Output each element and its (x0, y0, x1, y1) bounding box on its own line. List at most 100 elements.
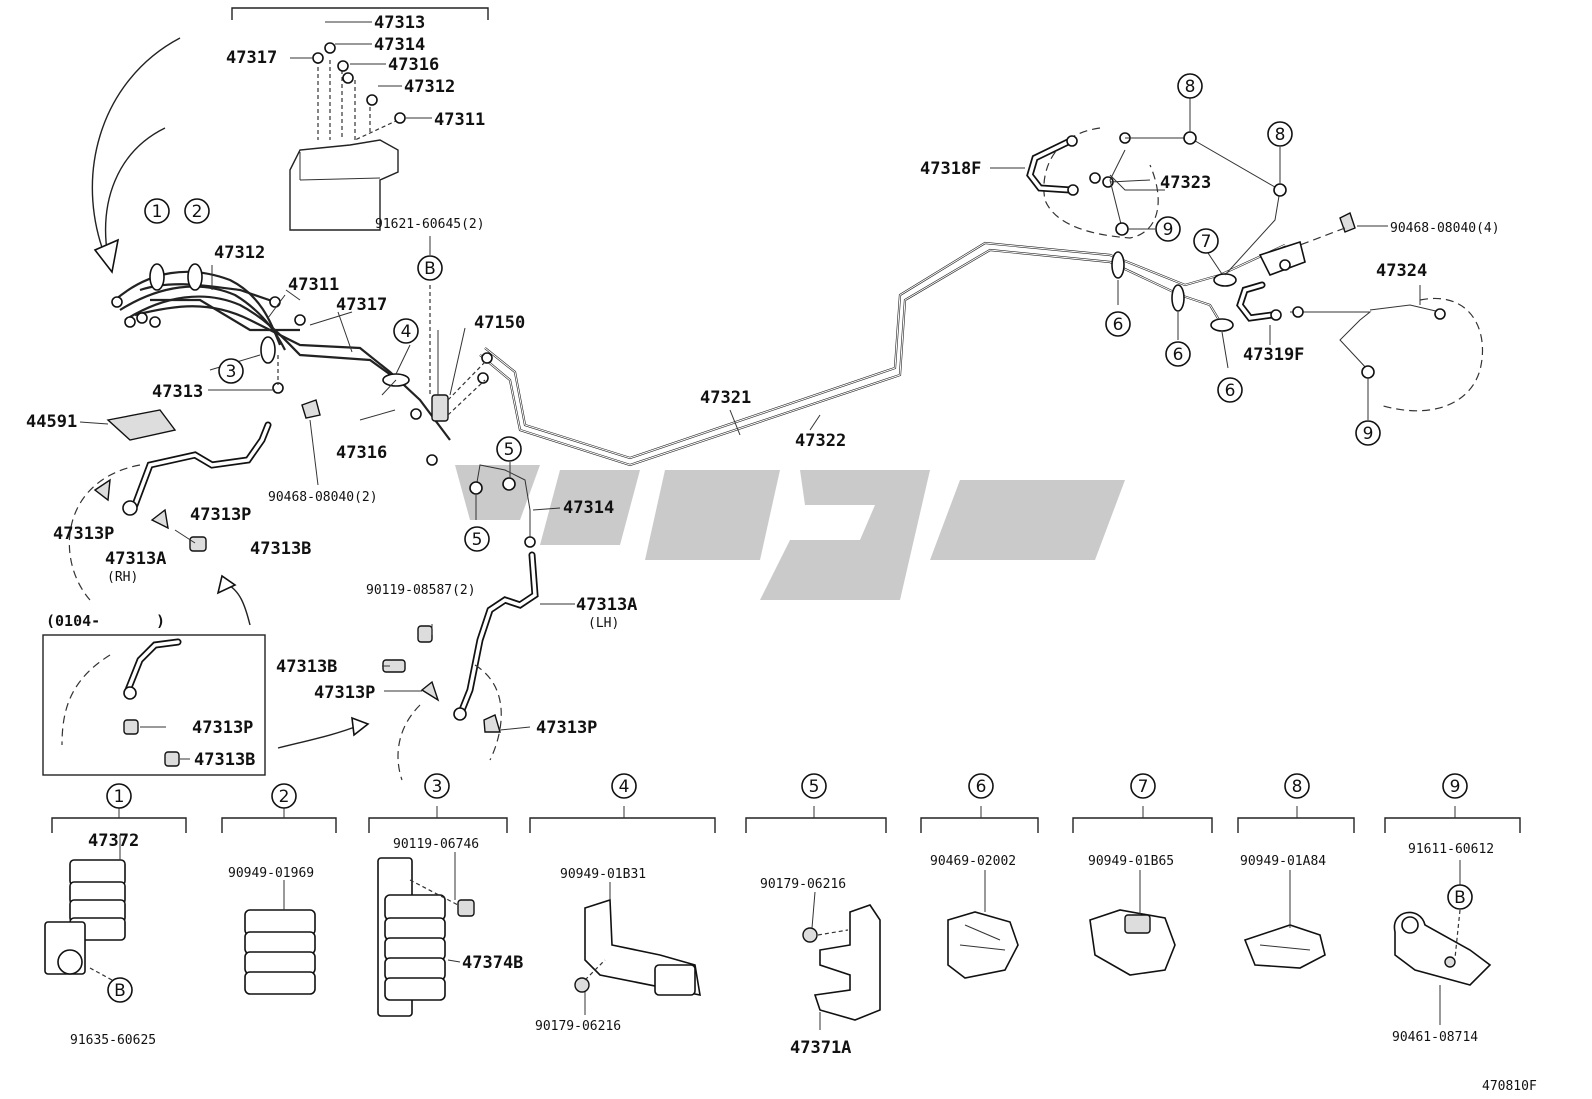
label-c4-90179-06216: 90179-06216 (535, 1019, 621, 1034)
label-c1-47372: 47372 (88, 831, 139, 851)
rh-flex-hose (68, 399, 321, 601)
clamp-3-drawing (377, 852, 475, 1017)
label-rh: (RH) (107, 570, 138, 585)
diagram-ref-circles: 1 2 3 4 5 5 6 6 6 7 8 8 9 9 B (144, 73, 1381, 552)
label-47319F: 47319F (1243, 345, 1304, 365)
label-47313P-b: 47313P (53, 524, 114, 544)
label-c7-90949-01B65: 90949-01B65 (1088, 854, 1174, 869)
ref-circle-9a: 9 (1163, 220, 1174, 240)
bottom-ref-circles: 1 2 3 4 5 6 7 8 9 B B (106, 773, 1473, 1003)
curved-arrow (91, 37, 181, 269)
label-47324: 47324 (1376, 261, 1427, 281)
ref-circle-3: 3 (226, 362, 237, 382)
group-ref-7: 7 (1138, 777, 1149, 797)
ref-circle-1: 1 (152, 202, 163, 222)
label-47321: 47321 (700, 388, 751, 408)
label-47313-top: 47313 (374, 13, 425, 33)
diagram-code: 470810F (1482, 1079, 1537, 1094)
group-ref-6: 6 (976, 777, 987, 797)
actuator-detail (231, 7, 489, 231)
label-47313P-a: 47313P (190, 505, 251, 525)
ref-circle-5b: 5 (472, 530, 483, 550)
label-47316: 47316 (336, 443, 387, 463)
ref-circle-b-c1: B (114, 981, 126, 1001)
ref-circle-6a: 6 (1113, 315, 1124, 335)
group-ref-3: 3 (432, 777, 443, 797)
label-47322: 47322 (795, 431, 846, 451)
left-tube-bundle (111, 263, 451, 441)
label-47313A-lh: 47313A (576, 595, 637, 615)
label-47316-top: 47316 (388, 55, 439, 75)
clamp-2-drawing (244, 880, 316, 995)
group-ref-8: 8 (1292, 777, 1303, 797)
label-c9-90461-08714: 90461-08714 (1392, 1030, 1478, 1045)
label-c4-90949-01B31: 90949-01B31 (560, 867, 646, 882)
ref-circle-7: 7 (1201, 232, 1212, 252)
label-47150: 47150 (474, 313, 525, 333)
label-47314-top: 47314 (374, 35, 425, 55)
ref-circle-8b: 8 (1275, 125, 1286, 145)
main-brake-tubes (479, 241, 1286, 467)
group-ref-4: 4 (619, 777, 630, 797)
clamp-7-drawing (1089, 870, 1176, 976)
label-47311: 47311 (288, 275, 339, 295)
label-47317-top: 47317 (226, 48, 277, 68)
ref-circle-6b: 6 (1173, 345, 1184, 365)
label-box-47313P: 47313P (192, 718, 253, 738)
clamp-9-drawing (1393, 860, 1492, 1025)
label-c3-47374B: 47374B (462, 953, 523, 973)
watermark-logo (455, 465, 1125, 600)
ref-circle-6c: 6 (1225, 381, 1236, 401)
clamp-8-drawing (1243, 870, 1326, 969)
label-47313: 47313 (152, 382, 203, 402)
ref-circle-b-c9: B (1454, 888, 1466, 908)
label-box-47313B: 47313B (194, 750, 255, 770)
label-91621: 91621-60645(2) (375, 217, 485, 232)
lh-flex-hose (382, 551, 575, 781)
label-47313B-b: 47313B (276, 657, 337, 677)
label-47313B-a: 47313B (250, 539, 311, 559)
ref-circle-5a: 5 (504, 440, 515, 460)
label-47314: 47314 (563, 498, 614, 518)
label-90119-08587: 90119-08587(2) (366, 583, 476, 598)
label-c6-90469-02002: 90469-02002 (930, 854, 1016, 869)
label-47318F: 47318F (920, 159, 981, 179)
label-47323: 47323 (1160, 173, 1211, 193)
ref-circle-8a: 8 (1185, 77, 1196, 97)
clamp-4-drawing (574, 882, 701, 1015)
inset-box (42, 574, 370, 776)
label-c5-47371A: 47371A (790, 1038, 851, 1058)
group-ref-9: 9 (1450, 777, 1461, 797)
leader-lines (208, 167, 1271, 692)
clamp-5-drawing (802, 891, 881, 1030)
label-47311-top: 47311 (434, 110, 485, 130)
label-47313P-c: 47313P (314, 683, 375, 703)
label-47317: 47317 (336, 295, 387, 315)
label-47313P-d: 47313P (536, 718, 597, 738)
label-47312: 47312 (214, 243, 265, 263)
label-90468-right: 90468-08040(4) (1390, 221, 1500, 236)
label-44591: 44591 (26, 412, 77, 432)
label-c2-90949-01969: 90949-01969 (228, 866, 314, 881)
label-c5-90179-06216: 90179-06216 (760, 877, 846, 892)
clamp-6-drawing (947, 870, 1019, 979)
ref-circle-2: 2 (192, 202, 203, 222)
label-47312-top: 47312 (404, 77, 455, 97)
clamp-row (51, 806, 1521, 833)
proportioning-valve (410, 285, 493, 466)
label-c1-91635: 91635-60625 (70, 1033, 156, 1048)
group-ref-1: 1 (114, 787, 125, 807)
label-lh: (LH) (588, 616, 619, 631)
clamp-1-drawing (44, 835, 126, 981)
label-c3-90119-06746: 90119-06746 (393, 837, 479, 852)
label-90468-left: 90468-08040(2) (268, 490, 378, 505)
rear-right-area (1026, 98, 1484, 420)
group-ref-2: 2 (279, 787, 290, 807)
ref-circle-9b: 9 (1363, 424, 1374, 444)
ref-circle-b-top: B (424, 259, 436, 279)
label-c9-91611-60612: 91611-60612 (1408, 842, 1494, 857)
ref-circle-4: 4 (401, 322, 412, 342)
label-47313A-rh: 47313A (105, 549, 166, 569)
